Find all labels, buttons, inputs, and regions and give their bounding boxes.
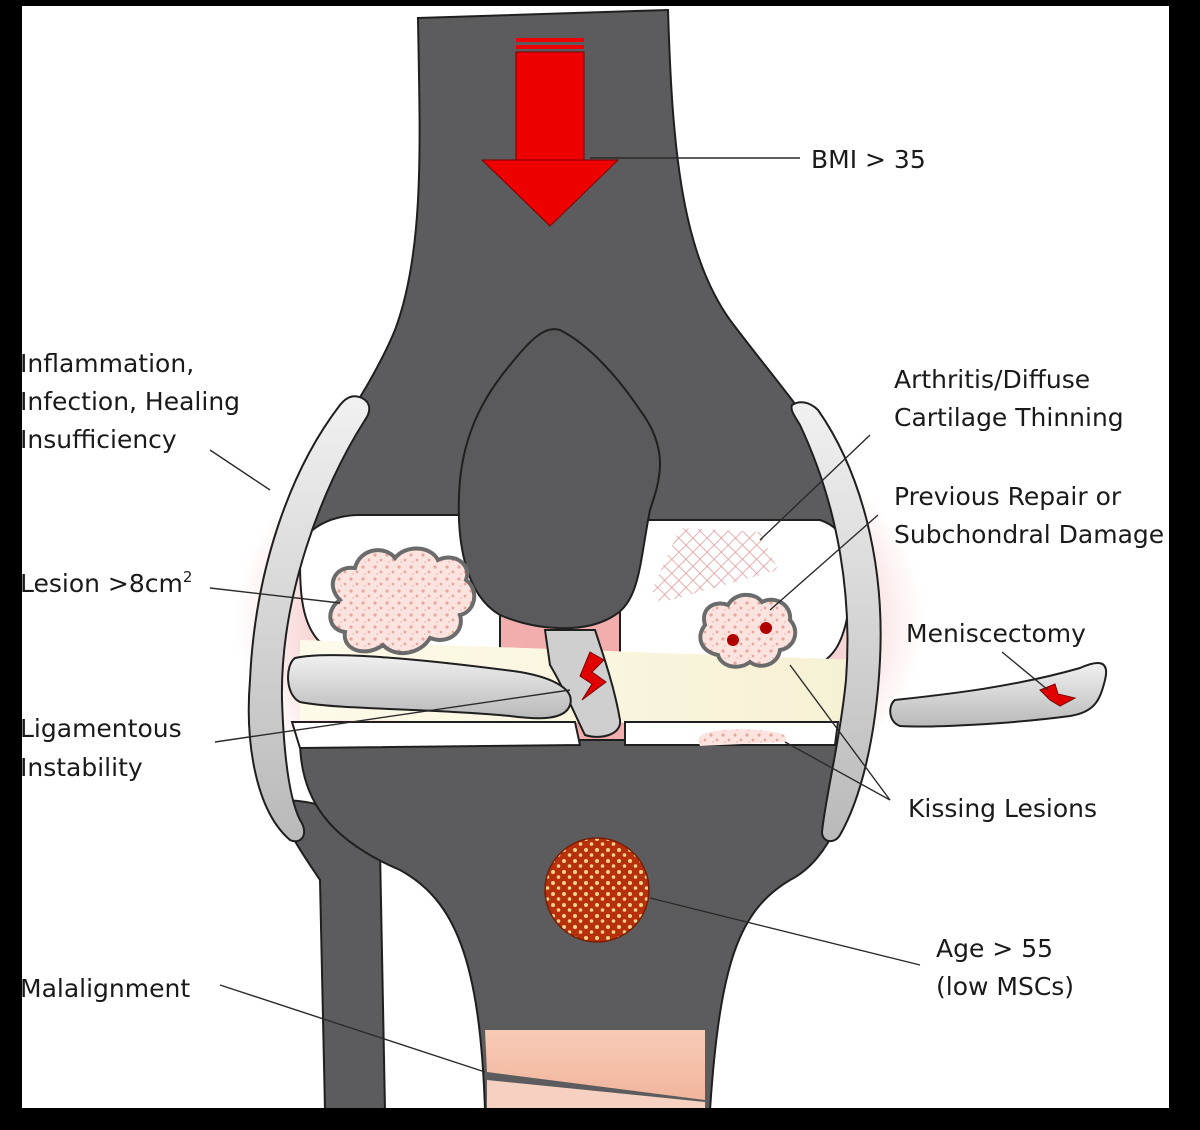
previous-repair-label-line1: Previous Repair or [894,482,1122,511]
arthritis-label: Arthritis/Diffuse Cartilage Thinning [894,365,1124,432]
malalignment-wedge-lower [487,1080,705,1110]
malalignment-wedge [485,1030,705,1100]
age-label-line1: Age > 55 [936,934,1053,963]
ligamentous-label-line2: Instability [20,753,143,782]
medial-collateral-ligament [247,395,371,843]
inflammation-label-line3: Insufficiency [20,425,177,454]
leader-lines [209,157,1049,1073]
inflammation-label-line1: Inflammation, [20,349,194,378]
arthritis-label-line1: Arthritis/Diffuse [894,365,1090,394]
lesion-size-text: Lesion >8cm [20,569,183,598]
medial-meniscus [287,654,572,720]
arthritis-label-line2: Cartilage Thinning [894,403,1124,432]
lesion-size-label: Lesion >8cm2 [20,568,192,598]
resected-meniscus [889,662,1108,728]
meniscectomy-label: Meniscectomy [906,619,1086,648]
age-label: Age > 55 (low MSCs) [936,934,1074,1001]
lesion-size-superscript: 2 [183,568,193,586]
patella [457,328,661,630]
meniscus-tear-icon [1039,683,1077,707]
inflammation-label-line2: Infection, Healing [20,387,240,416]
previous-repair-label: Previous Repair or Subchondral Damage [894,482,1164,549]
ligament-tear-icon [579,651,607,701]
repair-lesion [698,592,798,669]
ligamentous-label: Ligamentous Instability [20,714,190,782]
bmi-label: BMI > 35 [811,145,926,174]
age-label-line2: (low MSCs) [936,972,1074,1001]
kissing-lesions-label: Kissing Lesions [908,794,1097,823]
bottom-frame [0,1108,1200,1130]
inflammation-label: Inflammation, Infection, Healing Insuffi… [20,349,248,454]
malalignment-label: Malalignment [20,974,190,1003]
tibial-kissing-lesion [698,729,787,746]
previous-repair-label-line2: Subchondral Damage [894,520,1164,549]
low-msc-region [544,837,650,943]
large-lesion [328,546,477,655]
lateral-collateral-ligament [790,401,882,843]
diffuse-thinning-region [652,528,778,603]
load-arrow-icon [480,38,620,227]
ligamentous-label-line1: Ligamentous [20,714,182,743]
subchondral-damage-spot [760,622,772,634]
subchondral-damage-spot [727,634,739,646]
